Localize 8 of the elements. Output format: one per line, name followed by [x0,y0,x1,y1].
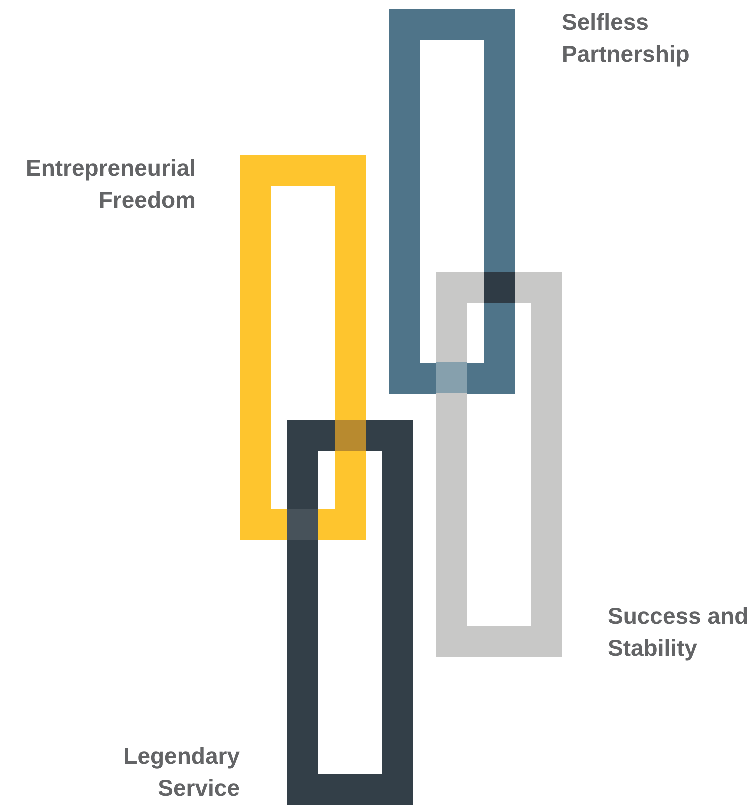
frame-caption: Legendary Service [122,742,240,803]
rectangle-frame [389,9,515,394]
frame-caption: Success and Stability [608,602,750,663]
frame-caption: Entrepreneurial Freedom [25,154,196,215]
rectangle-frame [436,272,562,657]
frame-caption: Selfless Partnership [562,8,691,69]
rectangle-frame [240,155,366,540]
rectangle-frame [287,420,413,805]
